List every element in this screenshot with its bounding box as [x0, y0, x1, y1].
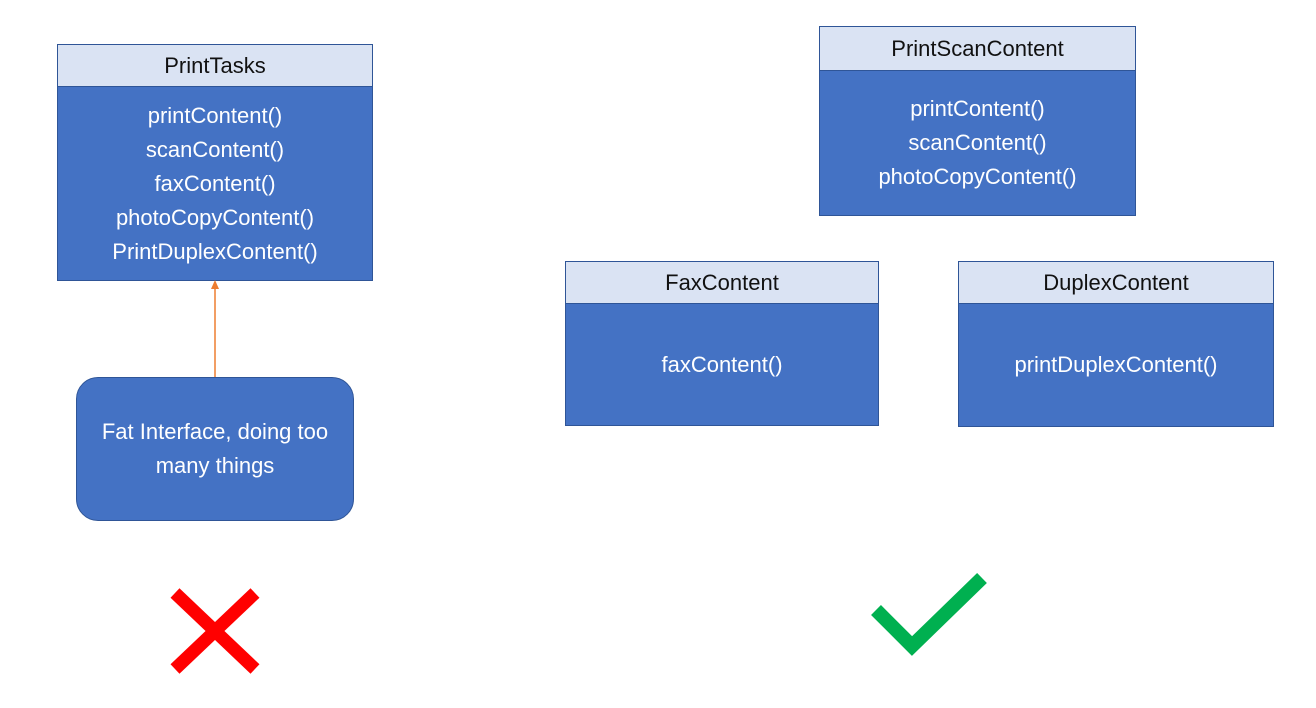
- method-print-content: printContent(): [147, 102, 283, 128]
- faxcontent-methods: faxContent(): [566, 304, 878, 425]
- faxcontent-interface-box: FaxContent faxContent(): [565, 261, 879, 426]
- duplexcontent-methods: printDuplexContent(): [959, 304, 1273, 426]
- method-print-duplex-content: PrintDuplexContent(): [112, 238, 318, 264]
- faxcontent-title: FaxContent: [566, 262, 878, 304]
- method-scan-content: scanContent(): [145, 136, 285, 162]
- method-scan-content: scanContent(): [908, 130, 1047, 155]
- method-photocopy-content: photoCopyContent(): [878, 164, 1077, 189]
- method-fax-content: faxContent(): [154, 170, 276, 196]
- printtasks-title: PrintTasks: [58, 45, 372, 87]
- duplexcontent-title: DuplexContent: [959, 262, 1273, 304]
- method-print-content: printContent(): [910, 96, 1045, 121]
- cross-icon: [170, 588, 260, 674]
- check-icon: [871, 572, 987, 656]
- printtasks-methods: printContent() scanContent() faxContent(…: [58, 87, 372, 280]
- fat-interface-callout: Fat Interface, doing too many things: [76, 377, 354, 521]
- printscancontent-title: PrintScanContent: [820, 27, 1135, 71]
- printscancontent-methods: printContent() scanContent() photoCopyCo…: [820, 71, 1135, 215]
- callout-text: Fat Interface, doing too many things: [101, 419, 329, 478]
- duplexcontent-interface-box: DuplexContent printDuplexContent(): [958, 261, 1274, 427]
- method-print-duplex-content: printDuplexContent(): [1014, 352, 1218, 377]
- method-photocopy-content: photoCopyContent(): [115, 204, 315, 230]
- printscancontent-interface-box: PrintScanContent printContent() scanCont…: [819, 26, 1136, 216]
- printtasks-interface-box: PrintTasks printContent() scanContent() …: [57, 44, 373, 281]
- callout-arrow: [211, 280, 219, 378]
- method-fax-content: faxContent(): [661, 351, 783, 377]
